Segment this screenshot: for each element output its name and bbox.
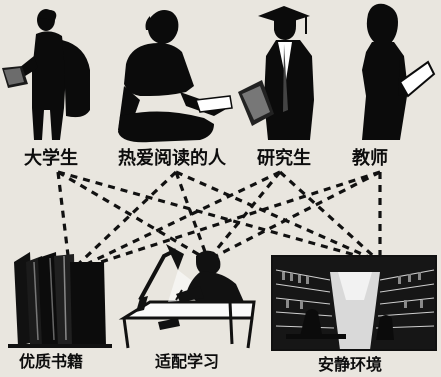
label-books: 优质书籍 <box>19 352 84 371</box>
connection-teacher-study <box>207 170 381 262</box>
connection-reader-study <box>174 171 210 261</box>
connection-undergrad-study <box>57 170 209 262</box>
label-teacher: 教师 <box>352 148 388 169</box>
connection-undergrad-env <box>57 170 381 264</box>
label-grad: 研究生 <box>257 148 311 169</box>
connection-lines <box>56 170 382 274</box>
label-undergrad: 大学生 <box>24 148 78 169</box>
studying-at-desk-lamp-icon <box>118 244 256 349</box>
teacher-holding-book-silhouette <box>362 3 436 140</box>
connection-grad-env <box>278 170 382 264</box>
seated-reader-silhouette <box>118 10 233 143</box>
connection-teacher-books <box>69 170 381 274</box>
book-stack-icon <box>8 252 112 348</box>
connection-grad-study <box>206 170 282 262</box>
label-reader: 热爱阅读的人 <box>118 148 226 169</box>
connection-reader-books <box>68 170 178 274</box>
label-study: 适配学习 <box>155 352 220 371</box>
connection-reader-env <box>175 170 381 264</box>
quiet-library-icon <box>271 255 437 351</box>
label-env: 安静环境 <box>318 355 383 374</box>
student-with-backpack-reading-silhouette <box>2 9 90 140</box>
graduate-cap-gown-silhouette <box>238 6 314 140</box>
